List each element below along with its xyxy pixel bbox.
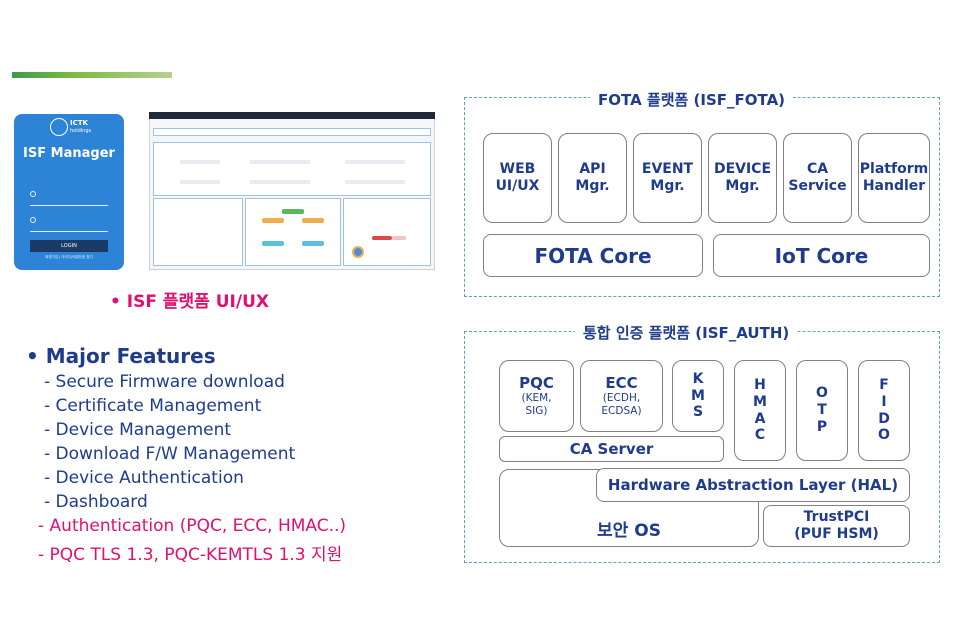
ca-server-box: CA Server: [499, 436, 724, 462]
module-label: WEB UI/UX: [495, 161, 540, 194]
feature-item: - Certificate Management: [44, 396, 262, 416]
fota-title: FOTA 플랫폼 (ISF_FOTA): [590, 89, 794, 110]
module-label: Hardware Abstraction Layer (HAL): [607, 476, 899, 494]
dashboard-topbar: [149, 112, 435, 119]
highlight-feature-item: - Authentication (PQC, ECC, HMAC..): [38, 516, 347, 536]
module-label: EVENT Mgr.: [641, 161, 694, 194]
trustpci-box: TrustPCI (PUF HSM): [763, 505, 910, 547]
dash-input: [345, 180, 405, 184]
feature-item: - Device Authentication: [44, 468, 244, 488]
dash-donut: [352, 246, 364, 258]
dash-pill: [282, 209, 304, 214]
fota-core-box: FOTA Core: [483, 234, 703, 277]
fido-module: F I D O: [858, 360, 910, 461]
dash-pill: [262, 218, 284, 223]
lock-icon: [30, 217, 36, 223]
module-label: ECC: [605, 373, 638, 392]
module-label: PQC: [519, 373, 554, 392]
user-icon: [30, 191, 36, 197]
module-label: CA Service: [788, 161, 847, 194]
module-label: H M A C: [753, 376, 767, 444]
module-label: TrustPCI (PUF HSM): [794, 509, 879, 542]
feature-item: - Secure Firmware download: [44, 372, 285, 392]
feature-item: - Download F/W Management: [44, 444, 296, 464]
hal-box: Hardware Abstraction Layer (HAL): [596, 468, 910, 502]
dash-pill: [372, 236, 392, 240]
login-note[interactable]: 회원가입 | 아이디/비밀번호 찾기: [45, 255, 93, 259]
dash-input: [345, 160, 405, 164]
module-label: DEVICE Mgr.: [713, 161, 772, 194]
dash-pill: [302, 218, 324, 223]
module-label: API Mgr.: [575, 161, 610, 194]
dash-pill: [302, 241, 324, 246]
accent-bar: [12, 72, 172, 78]
module-sublabel: (KEM, SIG): [521, 391, 552, 417]
ecc-module: ECC (ECDH, ECDSA): [580, 360, 663, 432]
dash-input: [180, 180, 220, 184]
fota-module: CA Service: [783, 133, 852, 223]
core-label: FOTA Core: [534, 243, 652, 268]
password-field[interactable]: [30, 231, 108, 232]
auth-title: 통합 인증 플랫폼 (ISF_AUTH): [575, 322, 798, 343]
hmac-module: H M A C: [734, 360, 786, 461]
module-label: F I D O: [878, 376, 890, 444]
module-sublabel: (ECDH, ECDSA): [601, 391, 642, 417]
iot-core-box: IoT Core: [713, 234, 930, 277]
ui-caption-text: ISF 플랫폼 UI/UX: [126, 292, 269, 312]
module-label: Platform Handler: [859, 161, 929, 194]
dash-input: [180, 160, 220, 164]
dash-input: [250, 160, 310, 164]
fota-module: API Mgr.: [558, 133, 627, 223]
module-label: O T P: [816, 385, 828, 435]
dash-input: [250, 180, 310, 184]
fota-module: Platform Handler: [858, 133, 930, 223]
id-field[interactable]: [30, 205, 108, 206]
app-title: ISF Manager: [23, 146, 115, 161]
dash-pill: [392, 236, 406, 240]
bullet: •: [26, 344, 46, 368]
pqc-module: PQC (KEM, SIG): [499, 360, 574, 432]
dashboard-stats-panel: [153, 198, 243, 266]
feature-item: - Device Management: [44, 420, 232, 440]
secure-os-label: 보안 OS: [597, 520, 661, 541]
otp-module: O T P: [796, 360, 848, 461]
module-label: CA Server: [569, 440, 654, 458]
major-features-title: • Major Features: [26, 344, 216, 368]
dash-pill: [262, 241, 284, 246]
login-button[interactable]: LOGIN: [30, 240, 108, 252]
module-label: K M S: [691, 370, 705, 421]
fota-module: WEB UI/UX: [483, 133, 552, 223]
kms-module: K M S: [672, 360, 724, 432]
feature-item: - Dashboard: [44, 492, 148, 512]
bullet: •: [110, 292, 127, 312]
fota-module: EVENT Mgr.: [633, 133, 702, 223]
ui-caption: • ISF 플랫폼 UI/UX: [110, 287, 269, 312]
major-features-text: Major Features: [45, 344, 216, 368]
highlight-feature-item: - PQC TLS 1.3, PQC-KEMTLS 1.3 지원: [38, 545, 343, 565]
dashboard-searchbar: [153, 128, 431, 136]
fota-module: DEVICE Mgr.: [708, 133, 777, 223]
logo-subtext: holdings: [70, 128, 92, 134]
dashboard-info-panel: [153, 142, 431, 196]
core-label: IoT Core: [774, 243, 869, 268]
logo-text: ICTK: [70, 119, 88, 127]
ictk-logo-icon: [50, 118, 68, 136]
